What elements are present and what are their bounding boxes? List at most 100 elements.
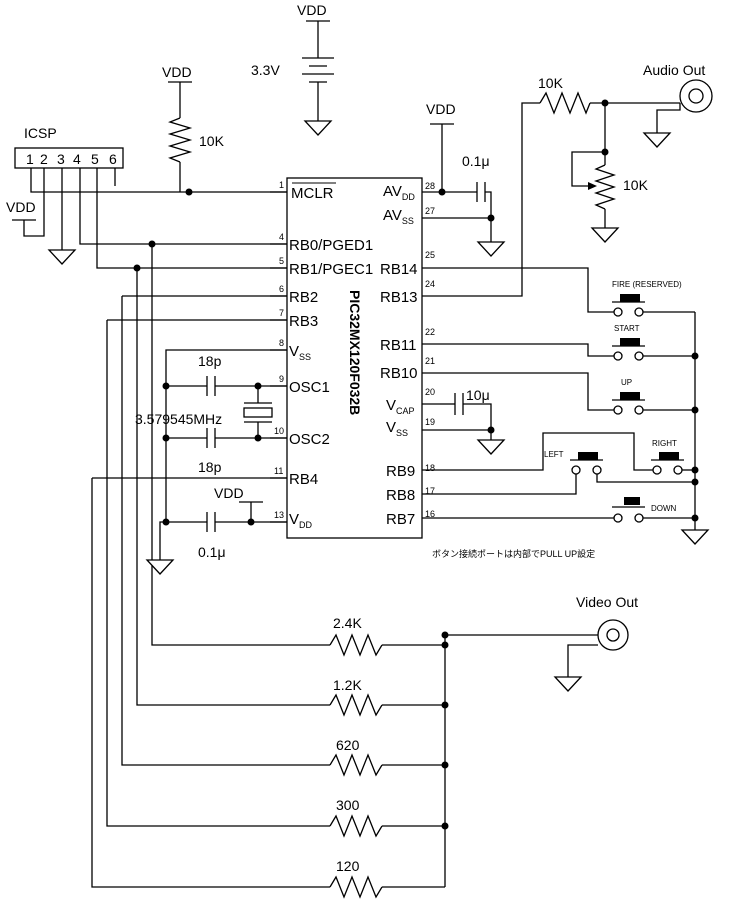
video-dac-wiring <box>91 240 330 888</box>
pin-number: 20 <box>425 387 435 397</box>
pin-number: 17 <box>425 486 435 496</box>
pin-name: RB1/PGEC1 <box>289 261 373 278</box>
video-dac-resistors: 2.4K 1.2K 620 300 120 <box>329 615 449 899</box>
resistor-value: 120 <box>336 858 360 874</box>
crystal-frequency: 3.579545MHz <box>135 411 222 427</box>
pin-name: RB14 <box>380 261 418 278</box>
pin-number: 22 <box>425 327 435 337</box>
pin-number: 27 <box>425 206 435 216</box>
pin-name: RB0/PGED1 <box>289 237 373 254</box>
video-out-label: Video Out <box>576 594 638 610</box>
vdd-label: VDD <box>297 2 327 18</box>
pin-name: RB13 <box>380 289 418 306</box>
battery-3v3: VDD 3.3V <box>251 2 334 136</box>
up-button[interactable]: UP <box>440 372 695 415</box>
button-bus <box>680 312 710 545</box>
icsp-pin-number: 6 <box>109 151 117 167</box>
pin-number: 11 <box>274 466 283 476</box>
pin-number: 24 <box>425 279 435 289</box>
icsp-pin-number: 4 <box>73 151 81 167</box>
pin-name: MCLR <box>291 185 334 202</box>
button-label: LEFT <box>544 450 564 459</box>
vdd-decoupling: VDD 0.1μ <box>166 485 287 560</box>
vcap-decoupling: 10μ <box>440 387 506 455</box>
vdd-label: VDD <box>214 485 244 501</box>
pin-name: OSC1 <box>289 379 330 396</box>
mcu-chip-body <box>286 177 423 539</box>
pin-name: RB11 <box>380 337 416 354</box>
pin-name: RB3 <box>289 313 318 330</box>
button-label: START <box>614 324 640 333</box>
resistor-value: 10K <box>199 133 225 149</box>
pin-number: 5 <box>279 256 284 266</box>
capacitor-value: 0.1μ <box>462 153 490 169</box>
pin-name: RB9 <box>386 463 415 480</box>
fire-button[interactable]: FIRE (RESERVED) <box>440 267 695 317</box>
pin-number: 16 <box>425 509 435 519</box>
audio-output-circuit: 10K Audio Out 10K <box>440 62 713 297</box>
icsp-pin-number: 1 <box>26 151 34 167</box>
resistor-value: 300 <box>336 797 360 813</box>
down-button[interactable]: DOWN <box>440 497 695 523</box>
icsp-header: ICSP 1 2 3 4 5 6 VDD <box>6 125 287 269</box>
pin-number: 25 <box>425 250 435 260</box>
resistor-value: 1.2K <box>333 677 362 693</box>
capacitor-value: 18p <box>198 459 222 475</box>
pin-number: 9 <box>279 374 284 384</box>
icsp-pin-number: 2 <box>40 151 48 167</box>
pin-name: VCAP <box>386 397 415 416</box>
button-label: FIRE (RESERVED) <box>612 280 682 289</box>
left-button[interactable]: LEFT <box>440 450 695 495</box>
capacitor-value: 10μ <box>466 387 490 403</box>
vdd-label: VDD <box>6 199 36 215</box>
chip-right-pin-stubs <box>422 191 440 519</box>
pin-name: RB7 <box>386 511 415 528</box>
audio-out-label: Audio Out <box>643 62 705 78</box>
resistor-value: 10K <box>538 75 564 91</box>
pin-number: 21 <box>425 356 435 366</box>
pin-name: VSS <box>386 419 408 438</box>
avdd-decoupling: VDD 0.1μ <box>426 101 506 257</box>
capacitor-value: 0.1μ <box>198 544 226 560</box>
resistor-value: 620 <box>336 737 360 753</box>
resistor-value: 2.4K <box>333 615 362 631</box>
icsp-label: ICSP <box>24 125 57 141</box>
button-label: RIGHT <box>652 439 677 448</box>
pin-name: VDD <box>289 511 313 530</box>
oscillator-circuit: 18p 18p 3.579545MHz <box>135 349 287 575</box>
pin-number: 18 <box>425 463 435 473</box>
mcu-part-number: PIC32MX120F032B <box>347 290 363 415</box>
mclr-pullup-resistor: VDD 10K <box>162 64 225 192</box>
start-button[interactable]: START <box>440 324 695 361</box>
pin-name: AVDD <box>383 183 415 202</box>
button-label: DOWN <box>651 504 677 513</box>
pot-value: 10K <box>623 177 649 193</box>
vdd-label: VDD <box>426 101 456 117</box>
icsp-pin-number: 5 <box>91 151 99 167</box>
pin-name: VSS <box>289 343 311 362</box>
pin-number: 7 <box>279 308 284 318</box>
pin-name: RB4 <box>289 471 318 488</box>
right-button[interactable]: RIGHT <box>440 432 695 475</box>
vdd-label: VDD <box>162 64 192 80</box>
pin-number: 10 <box>274 426 284 436</box>
icsp-pin-number: 3 <box>57 151 65 167</box>
video-output: Video Out <box>445 594 638 692</box>
pin-number: 28 <box>425 181 435 191</box>
pin-name: OSC2 <box>289 431 330 448</box>
pin-number: 8 <box>279 338 284 348</box>
button-label: UP <box>621 378 632 387</box>
pin-number: 6 <box>279 284 284 294</box>
pullup-note: ボタン接続ポートは内部でPULL UP設定 <box>432 548 595 559</box>
pin-number: 19 <box>425 417 435 427</box>
pin-number: 4 <box>279 232 284 242</box>
pin-number: 13 <box>274 510 284 520</box>
pin-name: RB2 <box>289 289 318 306</box>
pin-name: RB10 <box>380 365 418 382</box>
battery-voltage-label: 3.3V <box>251 62 280 78</box>
pin-number: 1 <box>279 180 284 190</box>
pin-name: RB8 <box>386 487 415 504</box>
pin-name: AVSS <box>383 207 414 226</box>
capacitor-value: 18p <box>198 353 222 369</box>
